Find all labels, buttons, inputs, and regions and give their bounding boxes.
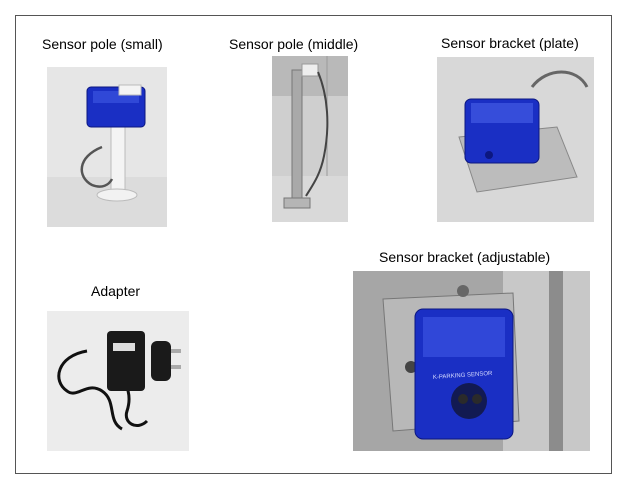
sensor-pole-small-photo xyxy=(47,67,167,227)
caption-sensor-pole-small: Sensor pole (small) xyxy=(42,36,163,52)
sensor-bracket-plate-photo xyxy=(437,57,594,222)
sensor-bracket-adjustable-photo: K-PARKING SENSOR xyxy=(353,271,590,451)
caption-adapter: Adapter xyxy=(91,283,141,299)
sensor-pole-middle-photo xyxy=(272,56,348,222)
adapter-photo xyxy=(47,311,189,451)
device-label-text: K-PARKING SENSOR xyxy=(433,371,494,381)
caption-sensor-bracket-adjustable: Sensor bracket (adjustable) xyxy=(379,249,551,265)
caption-sensor-pole-middle: Sensor pole (middle) xyxy=(229,36,359,52)
caption-sensor-bracket-plate: Sensor bracket (plate) xyxy=(441,35,579,51)
